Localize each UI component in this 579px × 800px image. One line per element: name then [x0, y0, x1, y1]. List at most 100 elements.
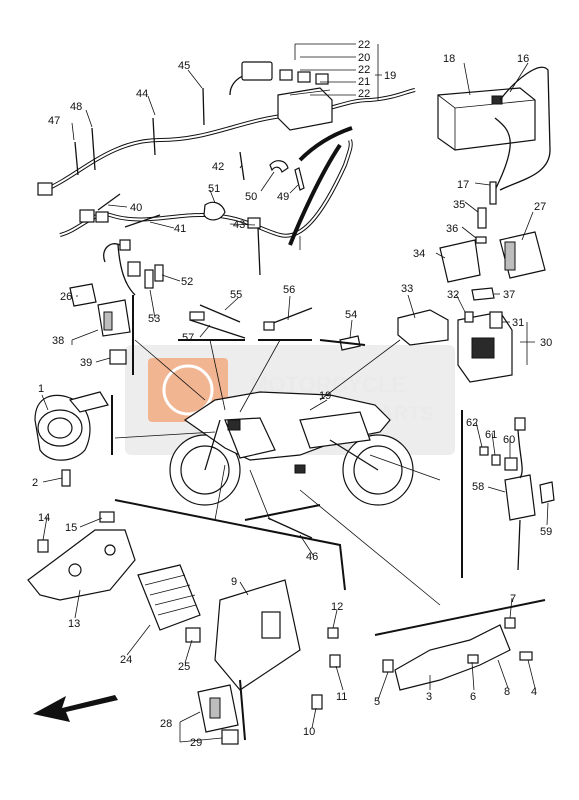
bolt-15-icon — [99, 511, 115, 523]
clamp-40-icon — [97, 193, 121, 211]
callout-62: 62 — [466, 417, 478, 429]
callout-58: 58 — [472, 481, 484, 493]
callout-8: 8 — [504, 686, 510, 698]
callout-35: 35 — [453, 199, 465, 211]
callout-46: 46 — [306, 551, 318, 563]
callout-11: 11 — [336, 691, 347, 703]
front-direction-arrow-icon — [33, 695, 118, 722]
callout-42: 42 — [212, 161, 224, 173]
callout-14: 14 — [38, 512, 50, 524]
callout-59: 59 — [540, 526, 552, 538]
clamp-42-icon — [239, 151, 245, 181]
fuse-20-icon — [279, 69, 293, 81]
callout-33: 33 — [401, 283, 413, 295]
clamp-50-icon — [269, 160, 289, 173]
callout-52: 52 — [181, 276, 193, 288]
callout-3: 3 — [426, 691, 432, 703]
sensor-58-icon — [504, 474, 536, 521]
bolt-2-icon — [61, 469, 71, 487]
clamp-49-icon — [294, 167, 305, 191]
harness-connector-icon — [127, 261, 141, 277]
callout-17: 17 — [457, 179, 469, 191]
battery-icon — [437, 87, 536, 151]
relay-26-icon — [69, 283, 97, 307]
callout-30: 30 — [540, 337, 552, 349]
cover-33-icon — [397, 309, 449, 346]
callout-36: 36 — [446, 223, 458, 235]
callout-50: 50 — [245, 191, 257, 203]
callout-23: 22 — [358, 39, 370, 51]
bolt-4-icon — [519, 651, 533, 661]
harness-connector-icon — [119, 239, 131, 251]
bolt-5-icon — [382, 659, 394, 673]
bolt-62-icon — [479, 446, 489, 456]
clamp-41-icon — [124, 214, 161, 228]
regulator-group — [27, 499, 346, 643]
callout-15: 15 — [65, 522, 77, 534]
callout-31: 31 — [512, 317, 524, 329]
callout-43: 43 — [233, 219, 245, 231]
horn — [34, 391, 113, 487]
band-43-icon — [257, 227, 261, 276]
bolt-10-icon — [311, 694, 323, 710]
callout-9: 9 — [231, 576, 237, 588]
nut-14-icon — [37, 539, 49, 553]
callout-32: 32 — [447, 289, 459, 301]
callout-4: 4 — [531, 686, 537, 698]
band-45-icon — [202, 87, 205, 126]
relay-group-left — [69, 283, 134, 375]
callout-22b: 22 — [358, 88, 370, 100]
connector-group — [197, 679, 246, 745]
bracket-3-icon — [394, 624, 511, 691]
bolt-11-icon — [329, 654, 341, 668]
callout-25: 25 — [178, 661, 190, 673]
callout-41: 41 — [174, 223, 186, 235]
callout-1: 1 — [38, 383, 44, 395]
bracket-9-icon — [214, 579, 301, 691]
sensor-bracket — [374, 599, 546, 691]
band-44-icon — [152, 117, 156, 156]
fuse-21-icon — [315, 73, 329, 85]
callout-29: 29 — [190, 737, 202, 749]
fuse-box — [241, 61, 333, 131]
callout-55: 55 — [230, 289, 242, 301]
callout-19b: 19 — [319, 390, 331, 402]
callout-38: 38 — [52, 335, 64, 347]
fuse-box-body-icon — [277, 87, 333, 131]
band-47-icon — [74, 141, 79, 176]
ecu-bracket — [214, 579, 341, 710]
washer-6-icon — [467, 654, 479, 664]
callout-24: 24 — [120, 654, 132, 666]
bolt-35-icon — [477, 207, 487, 229]
wire-harness — [37, 71, 416, 296]
relay-39-icon — [109, 349, 127, 365]
callout-34: 34 — [413, 248, 425, 260]
clamp-53-icon — [144, 269, 154, 289]
callout-56: 56 — [283, 284, 295, 296]
callout-21: 21 — [358, 76, 370, 88]
clamp-51-icon — [203, 201, 226, 221]
callout-labels: 22 20 22 21 22 19 18 16 17 27 35 36 34 3… — [32, 39, 552, 749]
callout-leaders — [41, 43, 549, 743]
connector-23-icon — [241, 61, 273, 81]
callout-48: 48 — [70, 101, 82, 113]
callout-13: 13 — [68, 618, 80, 630]
callout-57: 57 — [182, 332, 194, 344]
callout-19a: 19 — [384, 70, 396, 82]
callout-37: 37 — [503, 289, 515, 301]
harness-connector-icon — [95, 211, 109, 223]
grommet-60-icon — [504, 457, 518, 471]
callout-7: 7 — [510, 593, 516, 605]
group-leaders — [114, 339, 441, 606]
screw-32-icon — [464, 311, 474, 323]
harness-connector-icon — [37, 182, 53, 196]
connector-29-icon — [221, 729, 239, 745]
callout-16: 16 — [517, 53, 529, 65]
plate-37-icon — [471, 287, 495, 301]
harness-connector-icon — [79, 209, 95, 223]
callout-45: 45 — [178, 60, 190, 72]
callout-47: 47 — [48, 115, 60, 127]
clamp-52-icon — [154, 264, 164, 282]
callout-60: 60 — [503, 434, 515, 446]
callout-39: 39 — [80, 357, 92, 369]
